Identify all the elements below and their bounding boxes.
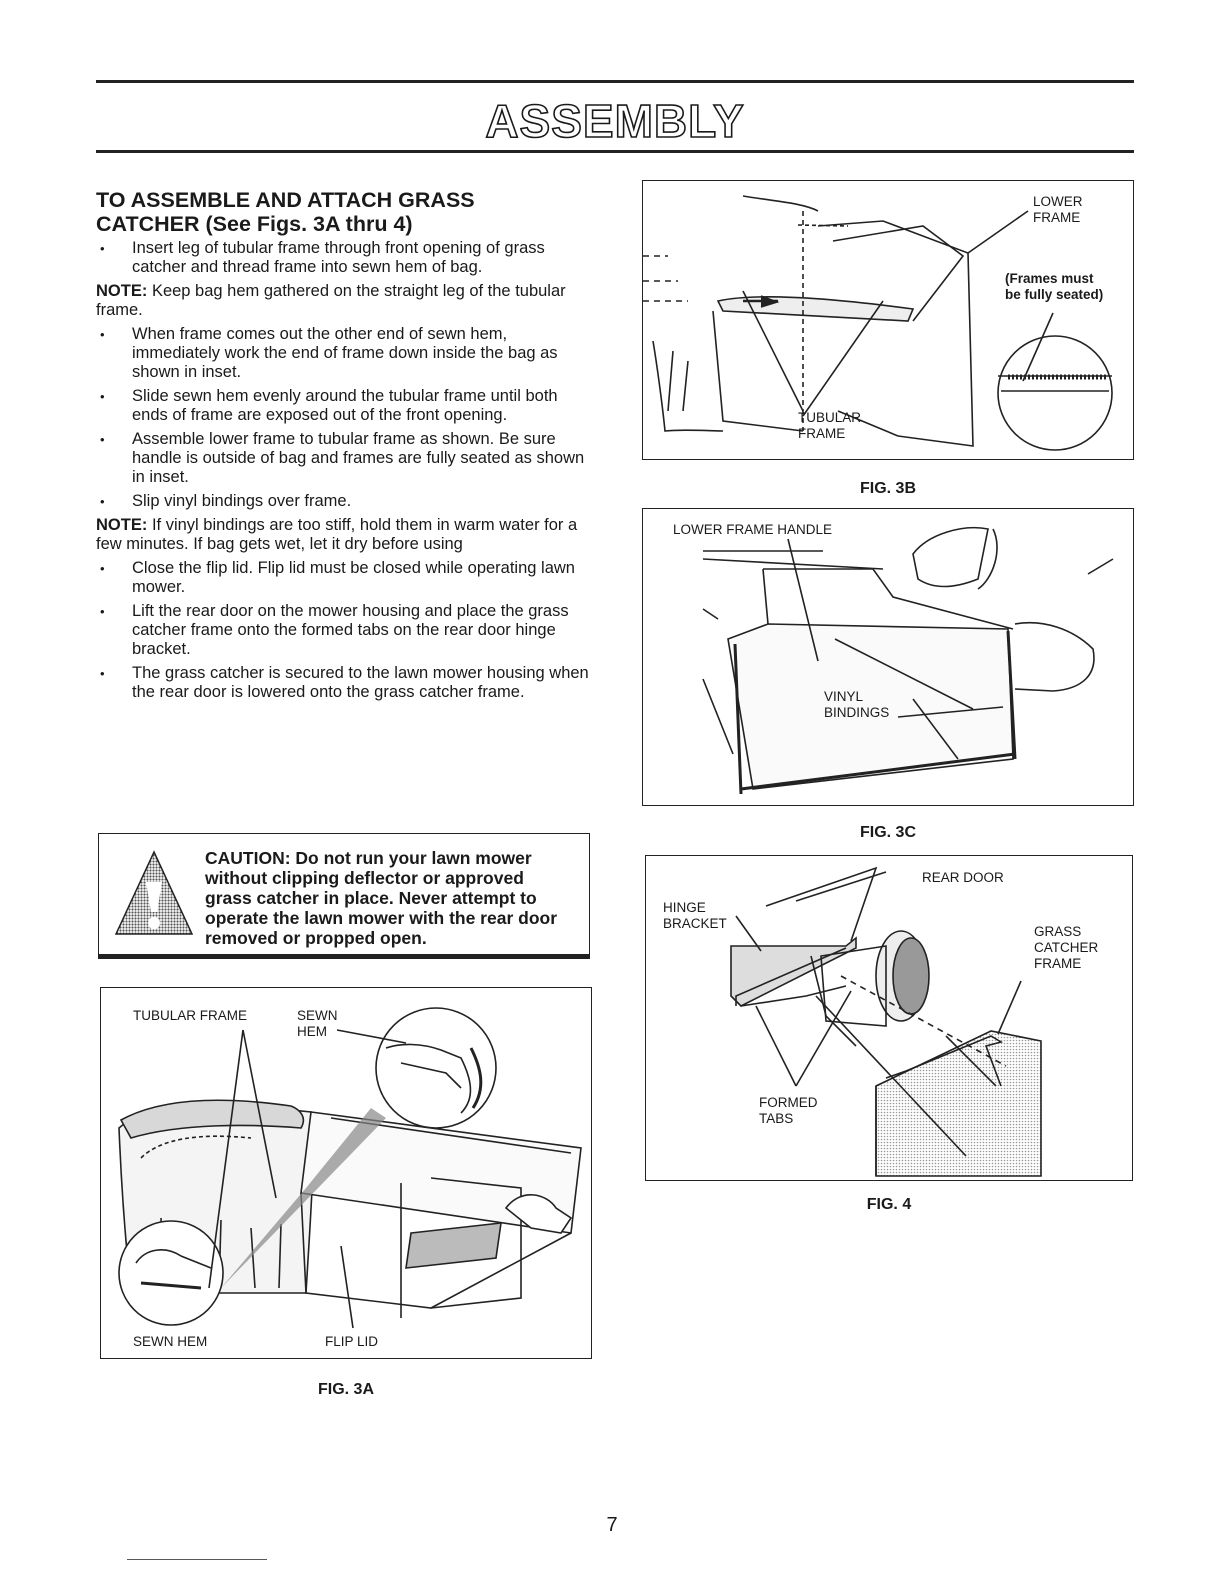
label-formed-tabs-2: TABS <box>759 1111 794 1126</box>
label-tubular-frame: TUBULAR FRAME <box>133 1008 248 1023</box>
label-grass-catcher-3: FRAME <box>1034 956 1082 971</box>
fig-3a-box: TUBULAR FRAME SEWN HEM SEWN HEM FLIP LID <box>100 987 592 1359</box>
label-lower-frame-2: FRAME <box>1033 210 1081 225</box>
note-text: If vinyl bindings are too stiff, hold th… <box>96 516 578 553</box>
label-formed-tabs-1: FORMED <box>759 1095 818 1110</box>
title-underline <box>96 150 1134 153</box>
label-grass-catcher-2: CATCHER <box>1034 940 1099 955</box>
top-rule <box>96 80 1134 83</box>
list-item: The grass catcher is secured to the lawn… <box>96 664 592 702</box>
note-2: NOTE: If vinyl bindings are too stiff, h… <box>96 516 592 554</box>
list-item: Slide sewn hem evenly around the tubular… <box>96 387 592 425</box>
section-heading: TO ASSEMBLE AND ATTACH GRASS CATCHER (Se… <box>96 188 592 236</box>
label-hinge-2: BRACKET <box>663 916 727 931</box>
label-lower-frame-1: LOWER <box>1033 194 1083 209</box>
label-flip-lid: FLIP LID <box>325 1334 379 1349</box>
fig-3b-illustration <box>643 195 1113 451</box>
page-number: 7 <box>606 1514 618 1536</box>
section-heading-line1: TO ASSEMBLE AND ATTACH GRASS <box>96 188 475 212</box>
caution-box: CAUTION: Do not run your lawn mower with… <box>98 833 590 959</box>
label-sewn-hem-bottom: SEWN HEM <box>133 1334 208 1349</box>
fig-3b-caption: FIG. 3B <box>859 480 916 497</box>
label-frames-note-2: be fully seated) <box>1005 287 1104 302</box>
label-frames-note-1: (Frames must <box>1005 271 1094 286</box>
label-sewn-hem-top-2: HEM <box>297 1024 327 1039</box>
list-item: Slip vinyl bindings over frame. <box>96 492 592 511</box>
list-item: Close the flip lid. Flip lid must be clo… <box>96 559 592 597</box>
section-heading-line2: CATCHER (See Figs. 3A thru 4) <box>96 212 413 236</box>
fig-3c-caption: FIG. 3C <box>859 824 916 841</box>
bullet-list-2: When frame comes out the other end of se… <box>96 325 592 511</box>
note-1: NOTE: Keep bag hem gathered on the strai… <box>96 282 592 320</box>
note-label: NOTE: <box>96 516 148 534</box>
instructions-column: TO ASSEMBLE AND ATTACH GRASS CATCHER (Se… <box>96 188 592 707</box>
list-item: Assemble lower frame to tubular frame as… <box>96 430 592 487</box>
fig-4-box: REAR DOOR HINGE BRACKET GRASS CATCHER FR… <box>645 855 1133 1181</box>
caution-text: CAUTION: Do not run your lawn mower with… <box>205 848 558 948</box>
label-sewn-hem-top-1: SEWN <box>297 1008 338 1023</box>
label-tubular-frame-1: TUBULAR <box>798 410 862 425</box>
label-hinge-1: HINGE <box>663 900 706 915</box>
label-grass-catcher-1: GRASS <box>1034 924 1082 939</box>
bottom-link-line <box>127 1559 267 1560</box>
list-item: Insert leg of tubular frame through fron… <box>96 239 592 277</box>
warning-triangle-icon <box>114 850 194 935</box>
bullet-list-3: Close the flip lid. Flip lid must be clo… <box>96 559 592 702</box>
label-lower-frame-handle: LOWER FRAME HANDLE <box>673 522 833 537</box>
fig-3b-box: LOWER FRAME (Frames must be fully seated… <box>642 180 1134 460</box>
list-item: Lift the rear door on the mower housing … <box>96 602 592 659</box>
bullet-list-1: Insert leg of tubular frame through fron… <box>96 239 592 277</box>
note-text: Keep bag hem gathered on the straight le… <box>96 282 566 319</box>
fig-3a-illustration <box>118 1007 582 1329</box>
list-item: When frame comes out the other end of se… <box>96 325 592 382</box>
fig-3a-caption: FIG. 3A <box>317 1381 374 1398</box>
page-title: ASSEMBLY <box>485 95 745 147</box>
label-vinyl-1: VINYL <box>824 689 864 704</box>
note-label: NOTE: <box>96 282 148 300</box>
label-tubular-frame-2: FRAME <box>798 426 846 441</box>
label-rear-door: REAR DOOR <box>922 870 1004 885</box>
fig-4-caption: FIG. 4 <box>866 1196 912 1213</box>
fig-4-illustration <box>730 866 1042 1177</box>
label-vinyl-2: BINDINGS <box>824 705 890 720</box>
fig-3c-illustration <box>702 526 1114 795</box>
fig-3c-box: LOWER FRAME HANDLE VINYL BINDINGS <box>642 508 1134 806</box>
